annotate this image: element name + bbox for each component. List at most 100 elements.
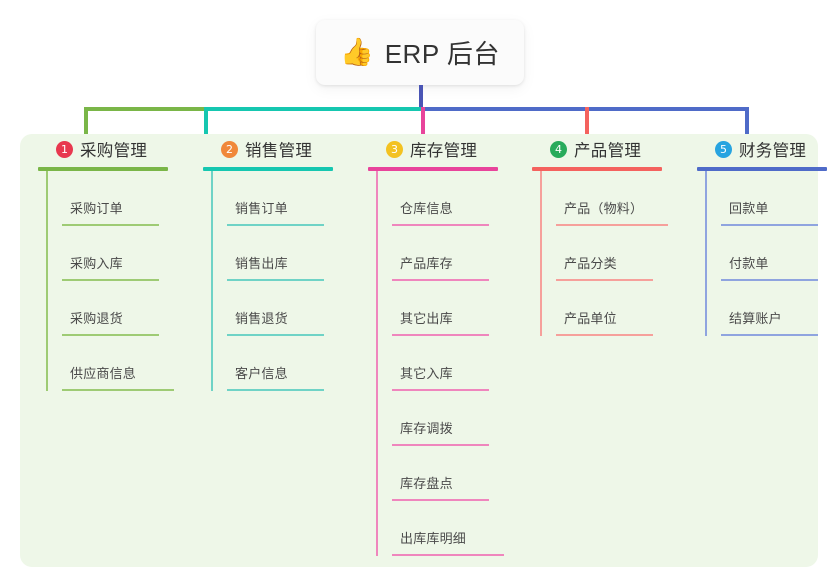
branch-items-stock: 仓库信息 产品库存 其它出库 其它入库 库存调拨	[368, 171, 518, 556]
leaf-rule	[62, 224, 159, 226]
list-item[interactable]: 销售订单	[227, 171, 324, 226]
leaf-rule	[227, 224, 324, 226]
branch-stock: 3 库存管理 仓库信息 产品库存 其它出库 其它入库	[368, 134, 518, 556]
branch-finance: 5 财务管理 回款单 付款单 结算账户	[697, 134, 839, 336]
branch-header-purchase[interactable]: 1 采购管理	[38, 134, 188, 164]
branch-title-finance: 财务管理	[739, 142, 807, 160]
branch-spine-product	[540, 171, 542, 336]
leaf-label: 结算账户	[729, 311, 782, 326]
branch-badge-3: 3	[386, 140, 403, 158]
branch-rule-stock	[368, 167, 498, 171]
leaf-label: 供应商信息	[70, 366, 137, 381]
list-item[interactable]: 客户信息	[227, 336, 324, 391]
list-item[interactable]: 产品库存	[392, 226, 489, 281]
drop-line-product	[585, 107, 589, 154]
branch-badge-2: 2	[221, 140, 238, 158]
list-item[interactable]: 产品分类	[556, 226, 653, 281]
list-item[interactable]: 产品单位	[556, 281, 653, 336]
leaf-rule	[227, 389, 324, 391]
leaf-label: 付款单	[729, 256, 769, 271]
leaf-label: 销售出库	[235, 256, 288, 271]
leaf-rule	[227, 279, 324, 281]
branch-items-product: 产品（物料） 产品分类 产品单位	[532, 171, 682, 336]
leaf-label: 其它出库	[400, 311, 453, 326]
leaf-label: 采购订单	[70, 201, 123, 216]
list-item[interactable]: 库存盘点	[392, 446, 489, 501]
branch-items-sales: 销售订单 销售出库 销售退货 客户信息	[203, 171, 353, 391]
drop-line-stock	[421, 107, 425, 154]
branch-title-stock: 库存管理	[410, 142, 478, 160]
branch-rule-finance	[697, 167, 827, 171]
leaf-rule	[721, 224, 818, 226]
thumbs-up-icon: 👍	[340, 37, 374, 68]
leaf-rule	[392, 224, 489, 226]
leaf-rule	[392, 389, 489, 391]
leaf-label: 出库库明细	[400, 531, 467, 546]
root-stem-line	[419, 85, 423, 109]
list-item[interactable]: 采购订单	[62, 171, 159, 226]
list-item[interactable]: 供应商信息	[62, 336, 174, 391]
diagram-panel: 1 采购管理 采购订单 采购入库 采购退货 供应商信	[20, 134, 827, 567]
leaf-label: 产品库存	[400, 256, 453, 271]
list-item[interactable]: 销售退货	[227, 281, 324, 336]
list-item[interactable]: 产品（物料）	[556, 171, 668, 226]
leaf-rule	[721, 334, 818, 336]
branch-title-purchase: 采购管理	[80, 142, 148, 160]
branch-header-finance[interactable]: 5 财务管理	[697, 134, 839, 164]
leaf-label: 仓库信息	[400, 201, 453, 216]
branch-spine-finance	[705, 171, 707, 336]
list-item[interactable]: 其它入库	[392, 336, 489, 391]
list-item[interactable]: 采购退货	[62, 281, 159, 336]
leaf-rule	[62, 279, 159, 281]
drop-line-purchase	[84, 107, 88, 154]
branch-spine-sales	[211, 171, 213, 391]
branch-product: 4 产品管理 产品（物料） 产品分类 产品单位	[532, 134, 682, 336]
leaf-label: 产品分类	[564, 256, 617, 271]
leaf-rule	[392, 334, 489, 336]
leaf-rule	[556, 334, 653, 336]
branch-sales: 2 销售管理 销售订单 销售出库 销售退货 客户信息	[203, 134, 353, 391]
leaf-label: 销售退货	[235, 311, 288, 326]
branch-header-stock[interactable]: 3 库存管理	[368, 134, 518, 164]
leaf-rule	[392, 279, 489, 281]
bus-segment-green	[84, 107, 206, 111]
list-item[interactable]: 回款单	[721, 171, 818, 226]
leaf-label: 销售订单	[235, 201, 288, 216]
branch-rule-purchase	[38, 167, 168, 171]
branch-header-sales[interactable]: 2 销售管理	[203, 134, 353, 164]
list-item[interactable]: 付款单	[721, 226, 818, 281]
leaf-label: 其它入库	[400, 366, 453, 381]
list-item[interactable]: 销售出库	[227, 226, 324, 281]
branch-spine-stock	[376, 171, 378, 556]
branch-purchase: 1 采购管理 采购订单 采购入库 采购退货 供应商信	[38, 134, 188, 391]
branch-title-product: 产品管理	[574, 142, 642, 160]
root-node-card[interactable]: 👍 ERP 后台	[316, 20, 524, 85]
bus-segment-blue	[421, 107, 747, 111]
leaf-rule	[556, 279, 653, 281]
leaf-rule	[721, 279, 818, 281]
leaf-rule	[227, 334, 324, 336]
leaf-label: 采购入库	[70, 256, 123, 271]
bus-segment-teal	[204, 107, 423, 111]
leaf-label: 采购退货	[70, 311, 123, 326]
list-item[interactable]: 结算账户	[721, 281, 818, 336]
leaf-label: 回款单	[729, 201, 769, 216]
branch-title-sales: 销售管理	[245, 142, 313, 160]
leaf-rule	[392, 554, 504, 556]
list-item[interactable]: 仓库信息	[392, 171, 489, 226]
branch-spine-purchase	[46, 171, 48, 391]
branch-badge-1: 1	[56, 140, 73, 158]
leaf-rule	[392, 444, 489, 446]
branch-rule-sales	[203, 167, 333, 171]
branch-header-product[interactable]: 4 产品管理	[532, 134, 682, 164]
drop-line-sales	[204, 107, 208, 154]
list-item[interactable]: 出库库明细	[392, 501, 504, 556]
list-item[interactable]: 其它出库	[392, 281, 489, 336]
leaf-label: 库存盘点	[400, 476, 453, 491]
list-item[interactable]: 采购入库	[62, 226, 159, 281]
branch-badge-4: 4	[550, 140, 567, 158]
branch-badge-5: 5	[715, 140, 732, 158]
list-item[interactable]: 库存调拨	[392, 391, 489, 446]
leaf-label: 库存调拨	[400, 421, 453, 436]
